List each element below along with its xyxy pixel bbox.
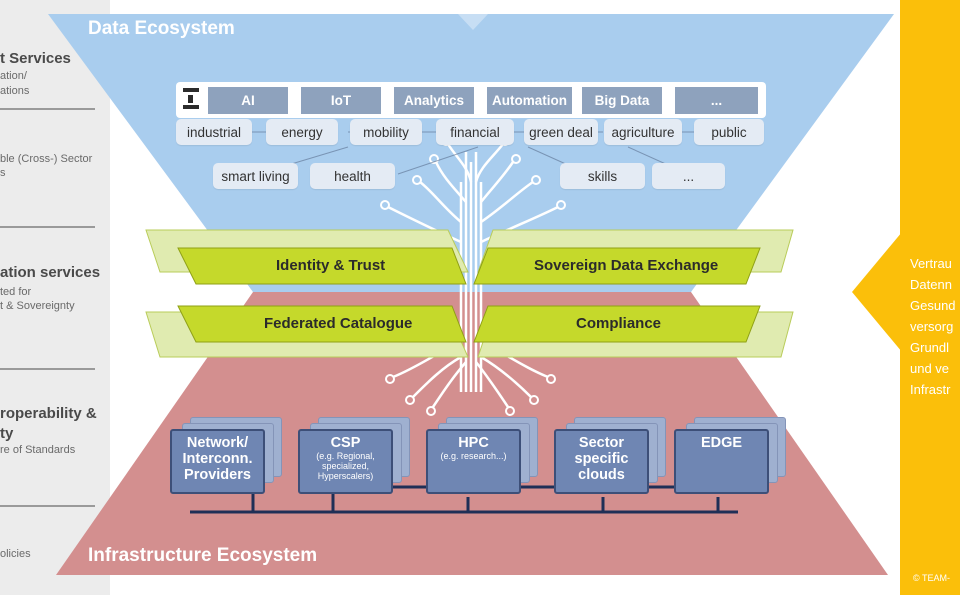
right-panel-arrow [852,232,902,352]
left-divider-4 [0,505,95,507]
service-federated-catalogue: Federated Catalogue [264,315,413,332]
provider-sector-clouds-box: Sector specific clouds [554,429,649,494]
left-section-3-line-2: t & Sovereignty [0,300,75,312]
left-section-1-line-1: ation/ [0,70,27,82]
tech-automation: Automation [487,87,572,114]
sector-energy: energy [266,119,338,145]
left-section-4-heading-2: ty [0,425,14,442]
sector-mobility: mobility [350,119,422,145]
right-line-3: Gesund [910,298,956,313]
sector-public: public [694,119,764,145]
left-section-5-line-1: olicies [0,548,31,560]
left-section-3-heading: ation services [0,264,101,281]
service-bands [177,247,761,343]
person-icon [181,86,203,114]
left-panel: t Services ation/ ations ble (Cross-) Se… [0,0,110,595]
right-line-1: Vertrau [910,256,952,271]
infrastructure-ecosystem-title: Infrastructure Ecosystem [88,545,318,566]
service-sovereign-data-exchange: Sovereign Data Exchange [534,257,719,274]
sector-agriculture: agriculture [604,119,682,145]
sector-more: ... [652,163,725,189]
provider-network-title: Network/ Interconn. Providers [182,435,253,483]
left-divider-1 [0,108,95,110]
provider-csp-subtitle: (e.g. Regional, specialized, Hyperscaler… [316,451,375,481]
provider-csp-box: CSP (e.g. Regional, specialized, Hypersc… [298,429,393,494]
sector-skills: skills [560,163,645,189]
data-ecosystem-title: Data Ecosystem [88,18,235,39]
right-line-6: und ve [910,361,950,376]
provider-hpc-box: HPC (e.g. research...) [426,429,521,494]
sector-industrial: industrial [176,119,252,145]
tech-more: ... [675,87,758,114]
left-section-1-line-2: ations [0,85,30,97]
provider-hpc: HPC (e.g. research...) [426,417,538,494]
service-compliance: Compliance [576,315,662,332]
provider-edge: EDGE [674,417,786,494]
left-divider-2 [0,226,95,228]
sector-financial: financial [436,119,514,145]
provider-csp: CSP (e.g. Regional, specialized, Hypersc… [298,417,410,494]
tech-iot: IoT [301,87,381,114]
provider-sector-clouds-title: Sector specific clouds [574,435,629,483]
provider-hpc-title: HPC [458,435,489,451]
tech-big-data: Big Data [582,87,662,114]
right-line-4: versorg [910,319,954,334]
tree-nodes [380,136,566,416]
left-section-4-line-1: re of Standards [0,444,76,456]
right-line-2: Datenn [910,277,952,292]
left-section-1-heading: t Services [0,50,71,67]
right-line-7: Infrastr [910,382,951,397]
sector-green-deal: green deal [524,119,598,145]
tree-branches [387,143,559,408]
provider-network: Network/ Interconn. Providers [170,417,282,494]
provider-sector-clouds: Sector specific clouds [554,417,666,494]
sector-smart-living: smart living [213,163,298,189]
copyright-text: © TEAM- [913,573,950,583]
provider-edge-box: EDGE [674,429,769,494]
ecosystem-diagram: Data Ecosystem Infrastructure Ecosystem … [48,12,896,580]
left-section-3-line-1: ted for [0,286,32,298]
left-section-4-heading: roperability & [0,405,97,422]
service-identity-trust: Identity & Trust [276,257,386,274]
right-panel [900,0,960,595]
right-line-5: Grundl [910,340,950,355]
provider-csp-title: CSP [330,435,361,451]
sector-health: health [310,163,395,189]
tech-analytics: Analytics [394,87,474,114]
provider-edge-title: EDGE [700,435,743,451]
left-section-2-line-2: s [0,167,6,179]
provider-hpc-subtitle: (e.g. research...) [440,451,507,461]
left-divider-3 [0,368,95,370]
left-section-2-line-1: ble (Cross-) Sector [0,153,93,165]
provider-network-box: Network/ Interconn. Providers [170,429,265,494]
tech-ai: AI [208,87,288,114]
